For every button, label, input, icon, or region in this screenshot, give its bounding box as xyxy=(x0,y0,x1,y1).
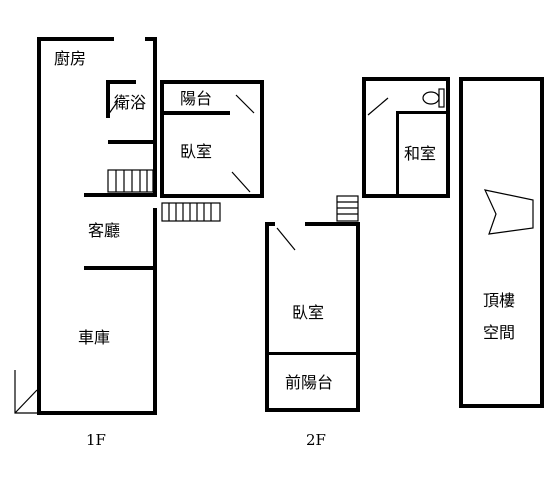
1f-left-wall xyxy=(37,37,41,415)
side-bottom-wall xyxy=(160,194,264,198)
floor-1-label: 1F xyxy=(86,431,106,449)
washitsu-left-wall xyxy=(362,77,366,198)
bath-bottom-wall xyxy=(108,140,155,144)
label-bedroom-1f: 臥室 xyxy=(180,142,212,161)
floor-1-walls xyxy=(14,37,157,415)
toilet-icon xyxy=(422,91,440,105)
balcony-divider xyxy=(162,111,230,115)
stairs-1f-upper xyxy=(107,169,154,193)
toilet-door-swing xyxy=(367,97,389,116)
side-left-wall xyxy=(160,80,164,198)
label-rooftop-line1: 頂樓 xyxy=(483,291,515,310)
floor-1-side-walls xyxy=(160,80,264,222)
label-balcony: 陽台 xyxy=(180,89,212,108)
balcony-door-swing xyxy=(235,94,255,114)
2f-bedroom-left-wall xyxy=(265,222,269,412)
1f-bottom-wall xyxy=(37,411,157,415)
washitsu-bottom-wall xyxy=(362,194,450,198)
washitsu-inner-top xyxy=(396,111,448,114)
floor-2-front-walls xyxy=(265,195,360,412)
washitsu-inner-left xyxy=(396,111,399,196)
label-living-room: 客廳 xyxy=(88,221,120,240)
rooftop-bottom-wall xyxy=(459,404,544,408)
garage-door-swing xyxy=(14,370,38,414)
rooftop-top-wall xyxy=(459,77,544,81)
2f-bedroom-top-left xyxy=(265,222,275,226)
floor-2-label: 2F xyxy=(306,431,326,449)
label-washitsu: 和室 xyxy=(404,144,436,163)
washitsu-top-wall xyxy=(362,77,450,81)
label-kitchen: 廚房 xyxy=(54,49,86,68)
living-bottom-wall xyxy=(84,266,155,270)
living-top-wall xyxy=(84,193,155,197)
stairs-1f-lower xyxy=(161,202,221,222)
2f-bedroom-top-right xyxy=(305,222,360,226)
rooftop-skylight-shape xyxy=(483,189,534,235)
toilet-tank xyxy=(438,88,445,108)
label-bathroom: 衛浴 xyxy=(114,93,146,112)
2f-bedroom-bottom-wall xyxy=(265,408,360,412)
washitsu-right-wall xyxy=(446,77,450,198)
rooftop-walls xyxy=(459,77,544,408)
bath-left-wall xyxy=(106,80,110,118)
2f-bedroom-right-wall xyxy=(356,222,360,412)
2f-bedroom-door-swing xyxy=(276,227,296,251)
label-rooftop-line2: 空間 xyxy=(483,323,515,342)
label-front-balcony: 前陽台 xyxy=(285,373,333,392)
front-balcony-divider xyxy=(267,352,358,355)
side-right-wall xyxy=(260,80,264,198)
label-garage: 車庫 xyxy=(78,328,110,347)
floor-2-washitsu-walls xyxy=(362,77,450,198)
side-top-wall xyxy=(160,80,264,84)
1f-top-wall-left xyxy=(37,37,114,41)
bedroom-1f-door-swing xyxy=(231,171,251,193)
bath-top-wall xyxy=(106,80,136,84)
1f-right-wall-upper xyxy=(153,37,157,197)
rooftop-right-wall xyxy=(540,77,544,408)
1f-right-wall-lower xyxy=(153,208,157,415)
1f-top-wall-right xyxy=(145,37,157,41)
bath-door-swing xyxy=(107,100,119,116)
label-bedroom-2f: 臥室 xyxy=(292,303,324,322)
rooftop-left-wall xyxy=(459,77,463,408)
